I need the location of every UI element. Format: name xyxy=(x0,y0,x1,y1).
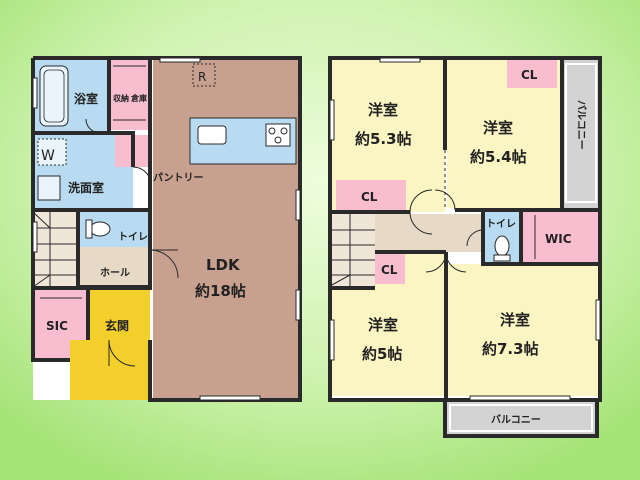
stairs-1f xyxy=(33,212,78,287)
room2-label: 洋室 xyxy=(483,119,513,137)
closet-2 xyxy=(507,58,557,88)
closet-3 xyxy=(375,254,405,284)
toilet-2f-label: トイレ xyxy=(486,218,516,230)
cl1-label: CL xyxy=(361,190,378,204)
sink-icon xyxy=(37,175,61,201)
entrance xyxy=(88,290,150,340)
storage-label: 収納 xyxy=(113,93,129,103)
wic-label: WIC xyxy=(545,232,572,246)
entrance-porch xyxy=(70,340,150,400)
hall xyxy=(78,247,150,287)
balcony-bottom-label: バルコニー xyxy=(491,414,541,426)
stairs-2f xyxy=(330,214,375,286)
toilet-2f-icon xyxy=(494,235,510,257)
bath-label: 浴室 xyxy=(74,91,98,106)
washer-label: W xyxy=(41,148,55,164)
cl3-label: CL xyxy=(381,263,398,277)
ldk-room xyxy=(153,58,300,400)
room3-size: 約5帖 xyxy=(362,345,402,363)
storage2-label: 倉庫 xyxy=(130,93,147,103)
floor1-plan xyxy=(31,56,302,402)
sic-label: SIC xyxy=(46,319,68,333)
room4-size: 約7.3帖 xyxy=(482,340,539,358)
hall-label: ホール xyxy=(100,267,130,279)
toilet-1f-label: トイレ xyxy=(118,231,148,243)
fridge-icon xyxy=(192,63,216,87)
entrance-label: 玄関 xyxy=(105,318,129,333)
hall-2f xyxy=(375,214,483,252)
room1-label: 洋室 xyxy=(368,101,398,119)
bathtub-icon xyxy=(39,65,69,127)
room1-size: 約5.3帖 xyxy=(355,130,412,148)
pantry-label: パントリー xyxy=(153,172,204,184)
room3-label: 洋室 xyxy=(368,316,398,334)
ldk-label: LDK xyxy=(206,256,241,274)
room4 xyxy=(448,264,600,396)
cl2-label: CL xyxy=(521,68,538,82)
room2-size: 約5.4帖 xyxy=(470,148,527,166)
room4-label: 洋室 xyxy=(500,311,530,329)
closet-1 xyxy=(336,180,406,212)
storage-closet xyxy=(109,58,150,130)
kitchen-sink-icon xyxy=(197,125,227,145)
wic-closet xyxy=(523,212,600,262)
stove-icon xyxy=(265,123,291,147)
balcony-side-label: バルコニー xyxy=(575,100,587,150)
ldk-size-label: 約18帖 xyxy=(195,282,246,300)
washroom-label: 洗面室 xyxy=(68,180,104,195)
floor2-plan xyxy=(328,56,602,438)
toilet-icon xyxy=(89,221,111,237)
room3 xyxy=(330,288,446,396)
fridge-label: R xyxy=(198,70,206,84)
balcony-side xyxy=(562,58,600,208)
washer-icon xyxy=(37,138,67,166)
